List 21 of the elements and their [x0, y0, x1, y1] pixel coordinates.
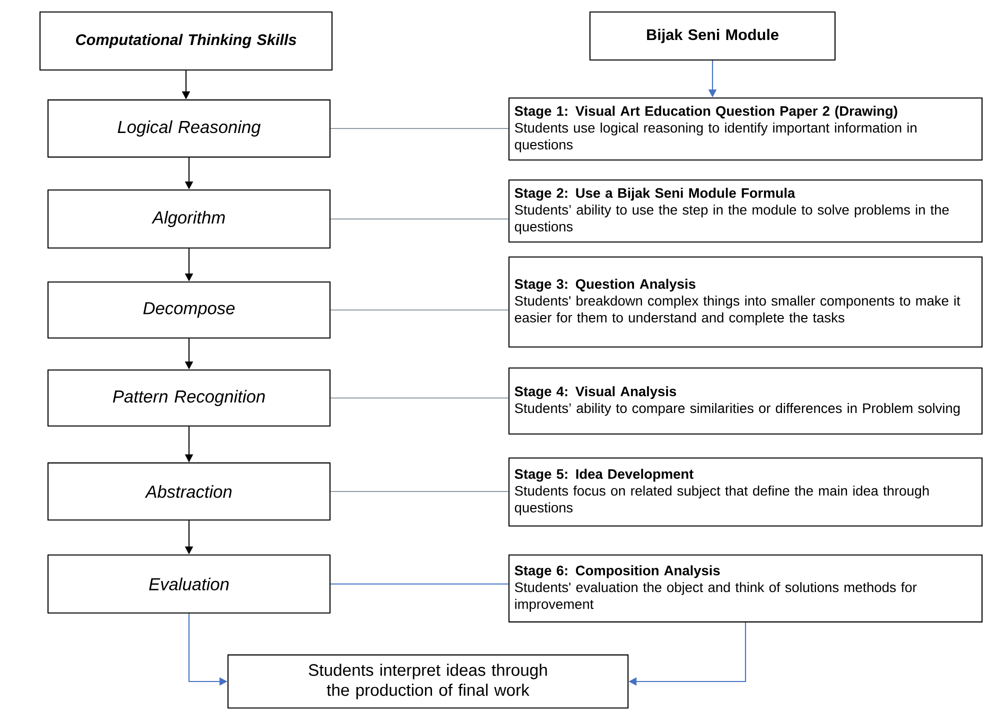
connector-line	[330, 397, 508, 399]
stage-box: Stage 2: Use a Bijak Seni Module Formula Students’ ability to use the step in the module to solve problems in the questions	[508, 179, 983, 243]
stage-box: Stage 1: Visual Art Education Question Paper 2 (Drawing) Students use logical reasoning to identify important information in questions	[508, 97, 983, 161]
stage-box: Stage 6: Composition Analysis Students' evaluation the object and think of solutions methods for improvement	[508, 554, 983, 622]
connector-line	[330, 583, 508, 585]
skill-box: Logical Reasoning	[47, 99, 331, 158]
connector-line	[330, 490, 508, 492]
skill-box: Algorithm	[47, 189, 331, 249]
skill-box: Abstraction	[47, 462, 331, 521]
outcome-box: Students interpret ideas through the production of final work	[227, 654, 629, 709]
stage-box: Stage 3: Question Analysis Students' breakdown complex things into smaller components to make it easier for them to understand and complete the tasks	[508, 256, 983, 348]
skill-box: Decompose	[47, 281, 331, 339]
heading-box: Bijak Seni Module	[589, 11, 836, 61]
connector-line	[330, 309, 508, 311]
skill-box: Evaluation	[47, 554, 331, 614]
stage-box: Stage 4: Visual Analysis Students’ ability to compare similarities or differences in Problem solving	[508, 367, 983, 435]
connector-line	[330, 128, 508, 130]
heading-box: Computational Thinking Skills	[39, 11, 333, 71]
stage-box: Stage 5: Idea Development Students focus on related subject that define the main idea through questions	[508, 457, 983, 527]
connector-line	[330, 218, 508, 220]
skill-box: Pattern Recognition	[47, 369, 331, 427]
